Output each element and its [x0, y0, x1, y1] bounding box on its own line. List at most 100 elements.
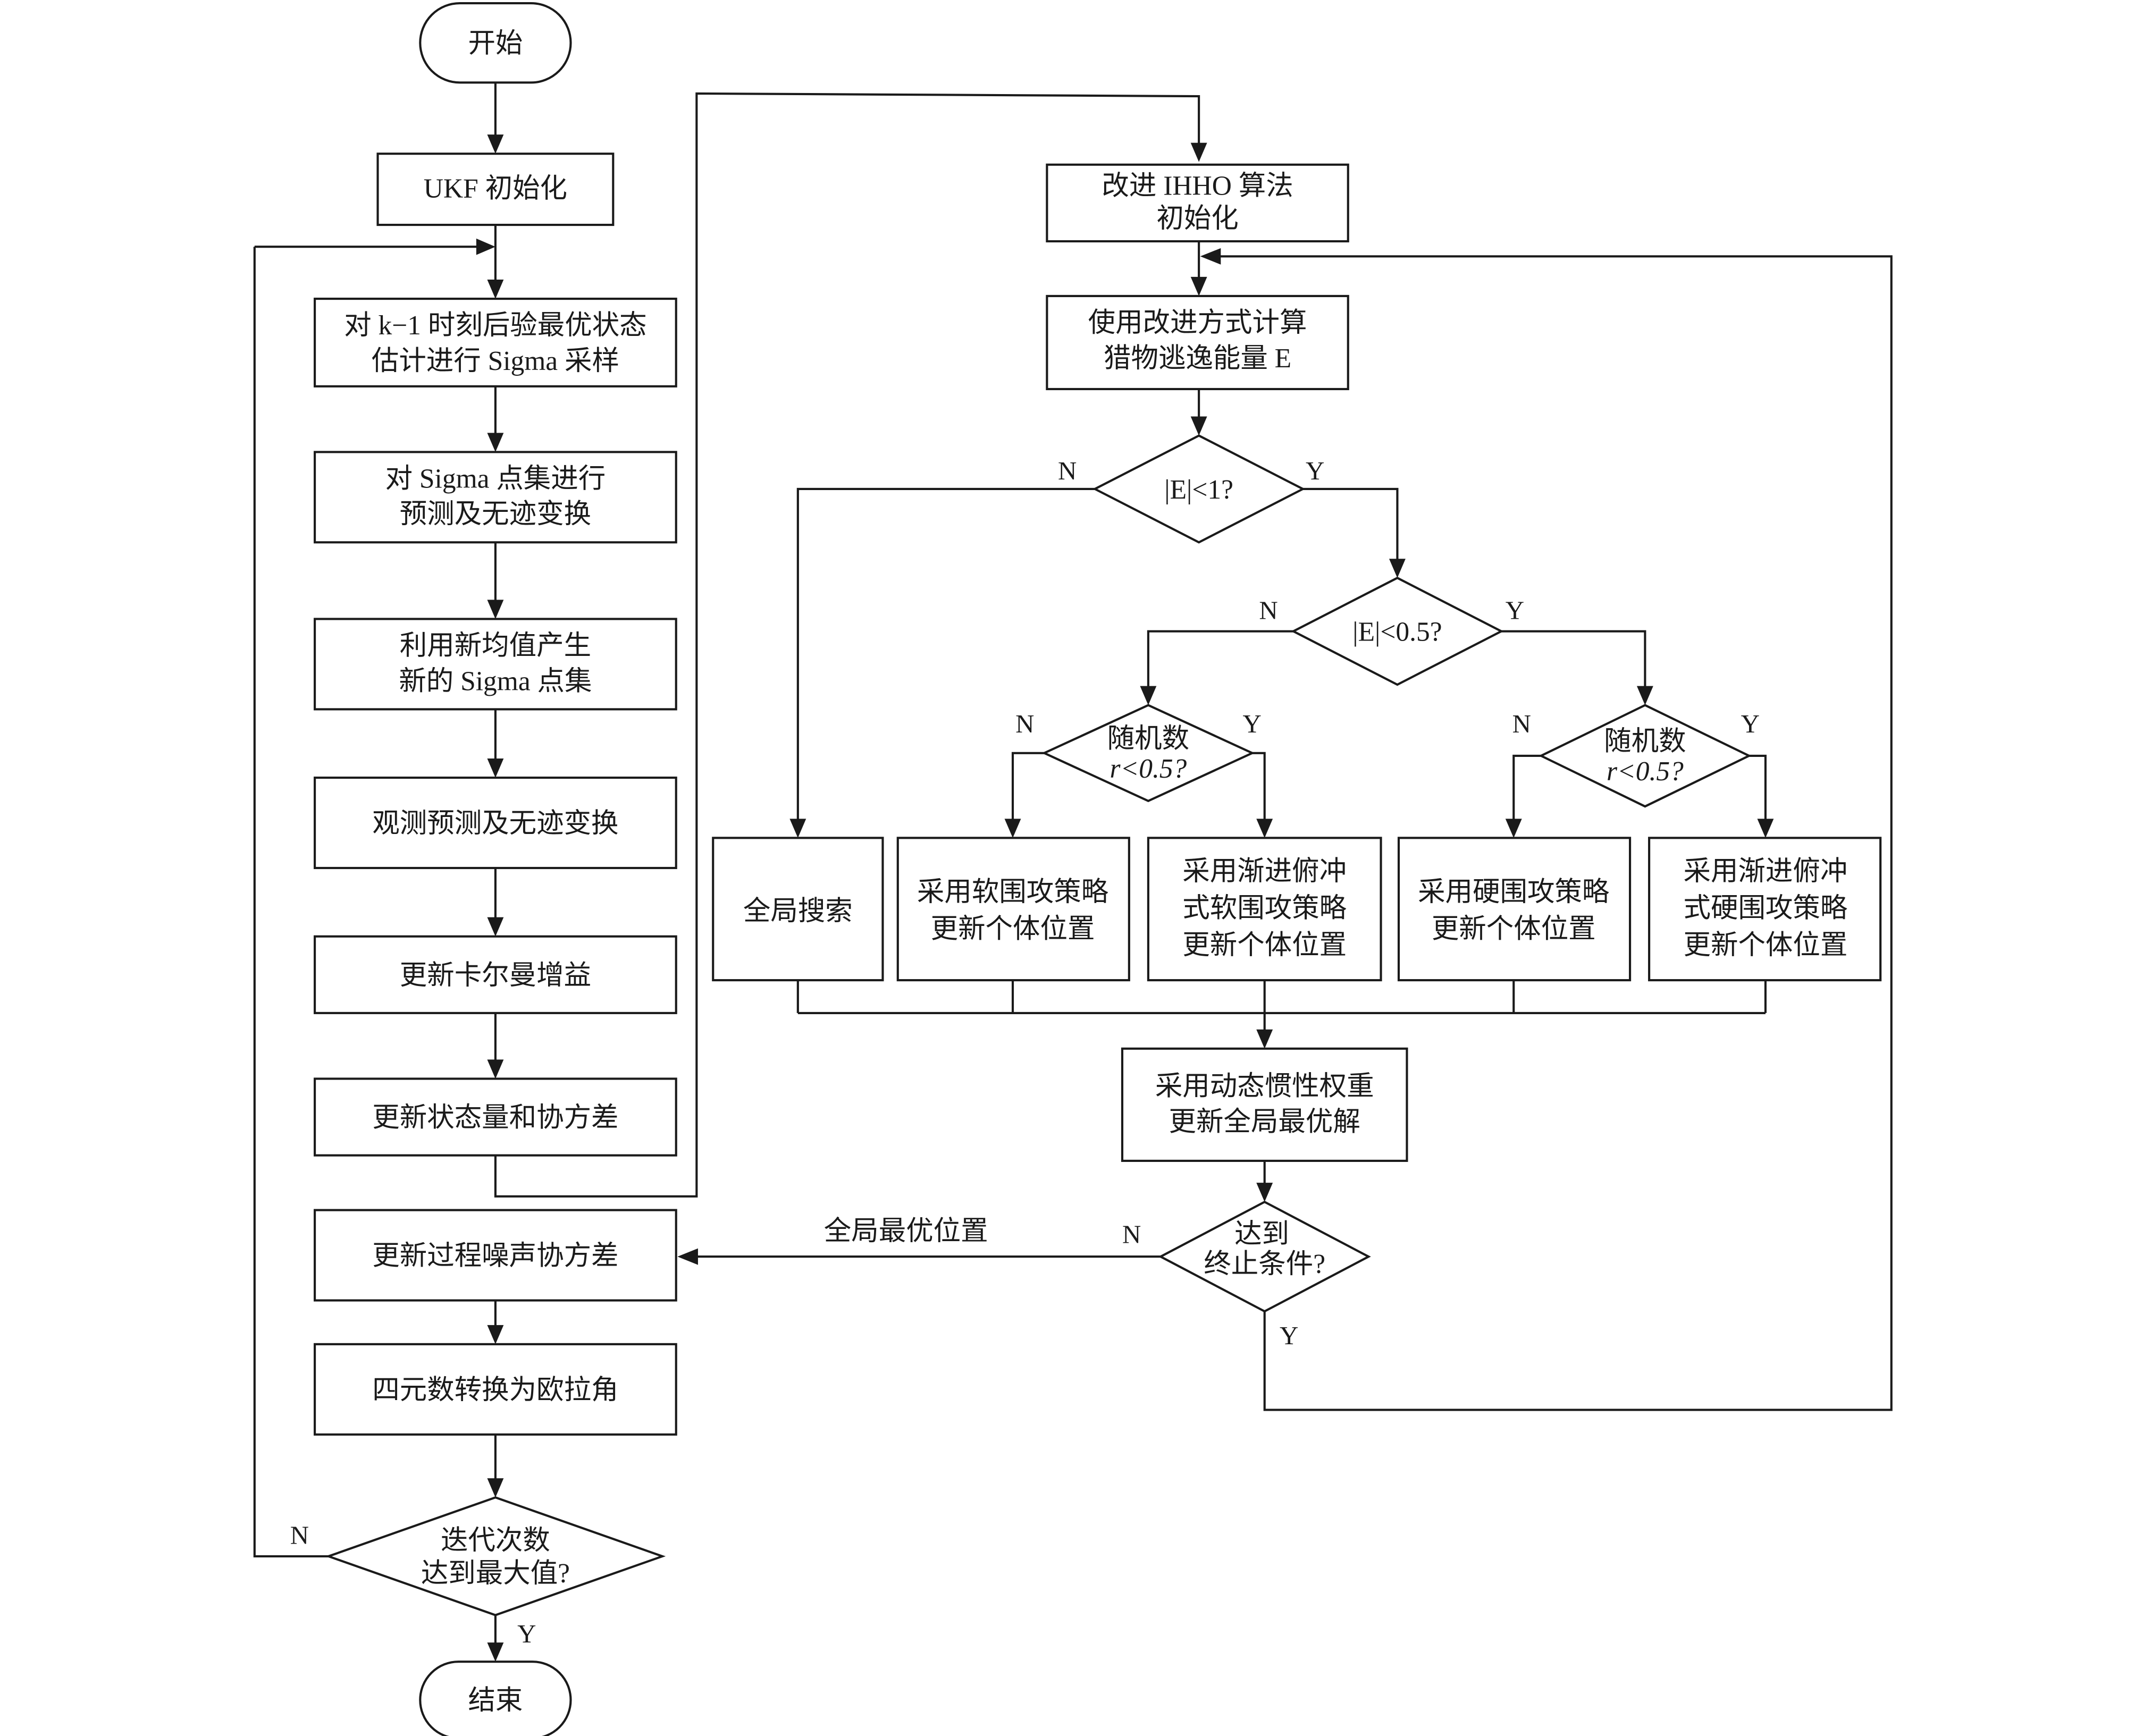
update-state-label: 更新状态量和协方差	[372, 1103, 618, 1133]
arrow-head	[1004, 819, 1021, 838]
arrow-head	[789, 819, 806, 838]
end-terminator	[419, 1661, 572, 1736]
calc-energy-box	[1046, 294, 1349, 391]
e-lt-1-decision	[1092, 434, 1306, 544]
arrow-head	[487, 1478, 504, 1498]
terminate-no-label: N	[1122, 1219, 1141, 1249]
ukf-init-label: UKF 初始化	[424, 174, 567, 204]
hard-dive-line2: 式硬围攻策略	[1684, 894, 1848, 924]
sigma-sample-line1: 对 k−1 时刻后验最优状态	[344, 310, 646, 341]
arrow-head	[487, 1642, 504, 1662]
edge-e1-yes	[1302, 487, 1399, 562]
calc-energy-line2: 猎物逃逸能量 E	[1104, 343, 1291, 374]
e-lt-05-label: |E|<0.5?	[1352, 617, 1442, 647]
soft-dive-line1: 采用渐进俯冲	[1182, 856, 1347, 887]
hard-siege-line1: 采用硬围攻策略	[1418, 877, 1609, 907]
soft-dive-line3: 更新个体位置	[1182, 930, 1347, 960]
kalman-gain-box	[314, 935, 677, 1014]
rand-left-line2: r<0.5?	[1109, 754, 1187, 784]
edge-e1-no	[796, 487, 1095, 822]
arrow-head	[1505, 819, 1522, 838]
arrow-head	[487, 1059, 504, 1079]
sigma-predict-line2: 预测及无迹变换	[400, 499, 591, 529]
ihho-init-line2: 初始化	[1156, 204, 1238, 234]
e-lt-1-label: |E|<1?	[1164, 475, 1233, 505]
iter-yes-label: Y	[517, 1619, 536, 1648]
edge-randr-yes	[1749, 754, 1767, 822]
arrow-head	[1389, 559, 1406, 578]
terminate-line1: 达到	[1234, 1219, 1289, 1249]
quat-euler-label: 四元数转换为欧拉角	[372, 1375, 618, 1405]
hard-dive-line1: 采用渐进俯冲	[1684, 856, 1848, 887]
arrow-head	[1256, 1183, 1273, 1202]
edge-randl-yes	[1252, 752, 1266, 822]
edge-iter-no	[253, 247, 329, 1557]
rand-right-yes-label: Y	[1741, 709, 1760, 738]
sigma-sample-box	[314, 298, 677, 387]
rand-left-yes-label: Y	[1243, 709, 1262, 738]
iter-max-line2: 达到最大值?	[421, 1558, 570, 1589]
update-state-box	[314, 1077, 677, 1157]
ukf-init-box	[376, 153, 615, 226]
end-label: 结束	[468, 1686, 523, 1716]
hard-dive-line3: 更新个体位置	[1684, 930, 1848, 960]
terminate-decision	[1158, 1200, 1371, 1313]
arrow-head	[1190, 276, 1207, 296]
rand-right-line2: r<0.5?	[1607, 756, 1684, 787]
edge-ukf-to-ihho	[494, 92, 1200, 1198]
inertia-line1: 采用动态惯性权重	[1155, 1071, 1374, 1101]
iter-no-label: N	[290, 1521, 309, 1550]
arrow-head	[487, 759, 504, 778]
arrow-head	[1636, 686, 1653, 705]
update-noise-label: 更新过程噪声协方差	[372, 1241, 618, 1271]
terminate-yes-label: Y	[1280, 1321, 1298, 1350]
arrow-head	[1140, 686, 1157, 705]
arrow-head	[487, 433, 504, 452]
arrow-head	[1256, 1029, 1273, 1049]
arrow-head	[487, 917, 504, 937]
soft-siege-line2: 更新个体位置	[931, 914, 1095, 944]
sigma-predict-line1: 对 Sigma 点集进行	[385, 464, 606, 494]
arrow-head	[1200, 248, 1221, 265]
edge-terminate-yes-loop	[1218, 255, 1893, 1411]
global-search-label: 全局搜索	[743, 896, 853, 926]
e-lt-05-no-label: N	[1259, 595, 1277, 625]
terminate-line2: 终止条件?	[1204, 1249, 1325, 1279]
soft-dive-line2: 式软围攻策略	[1182, 894, 1347, 924]
arrow-head	[1190, 416, 1207, 436]
arrow-head	[677, 1248, 698, 1265]
ihho-init-box	[1046, 163, 1349, 243]
rand-left-decision	[1041, 704, 1255, 803]
hard-dive-box	[1648, 837, 1882, 982]
arrow-head	[487, 1325, 504, 1344]
new-sigma-line1: 利用新均值产生	[400, 630, 591, 661]
new-sigma-box	[314, 618, 677, 711]
arrow-head	[1256, 819, 1273, 838]
e-lt-1-yes-label: Y	[1306, 456, 1324, 485]
iter-max-decision	[325, 1496, 666, 1616]
global-best-position-label: 全局最优位置	[824, 1216, 988, 1246]
quat-euler-box	[314, 1343, 677, 1436]
edge-randr-no	[1512, 754, 1541, 822]
arrow-head	[1757, 819, 1774, 838]
calc-energy-line1: 使用改进方式计算	[1088, 308, 1307, 338]
arrow-head	[487, 600, 504, 619]
inertia-line2: 更新全局最优解	[1169, 1107, 1360, 1137]
observe-label: 观测预测及无迹变换	[372, 808, 618, 839]
e-lt-05-decision	[1291, 576, 1504, 686]
hard-siege-box	[1397, 837, 1632, 982]
sigma-sample-line2: 估计进行 Sigma 采样	[372, 346, 619, 376]
rand-right-decision	[1539, 704, 1752, 808]
arrow-head	[1190, 142, 1207, 162]
edge-e05-yes	[1501, 630, 1646, 689]
kalman-gain-label: 更新卡尔曼增益	[400, 960, 591, 991]
soft-siege-box	[896, 837, 1130, 982]
inertia-box	[1121, 1047, 1408, 1162]
arrow-head	[487, 134, 504, 154]
e-lt-1-no-label: N	[1058, 456, 1077, 485]
rand-left-line1: 随机数	[1107, 723, 1189, 754]
soft-siege-line1: 采用软围攻策略	[917, 877, 1108, 907]
soft-dive-box	[1147, 837, 1382, 982]
edge-e05-no	[1147, 630, 1293, 689]
